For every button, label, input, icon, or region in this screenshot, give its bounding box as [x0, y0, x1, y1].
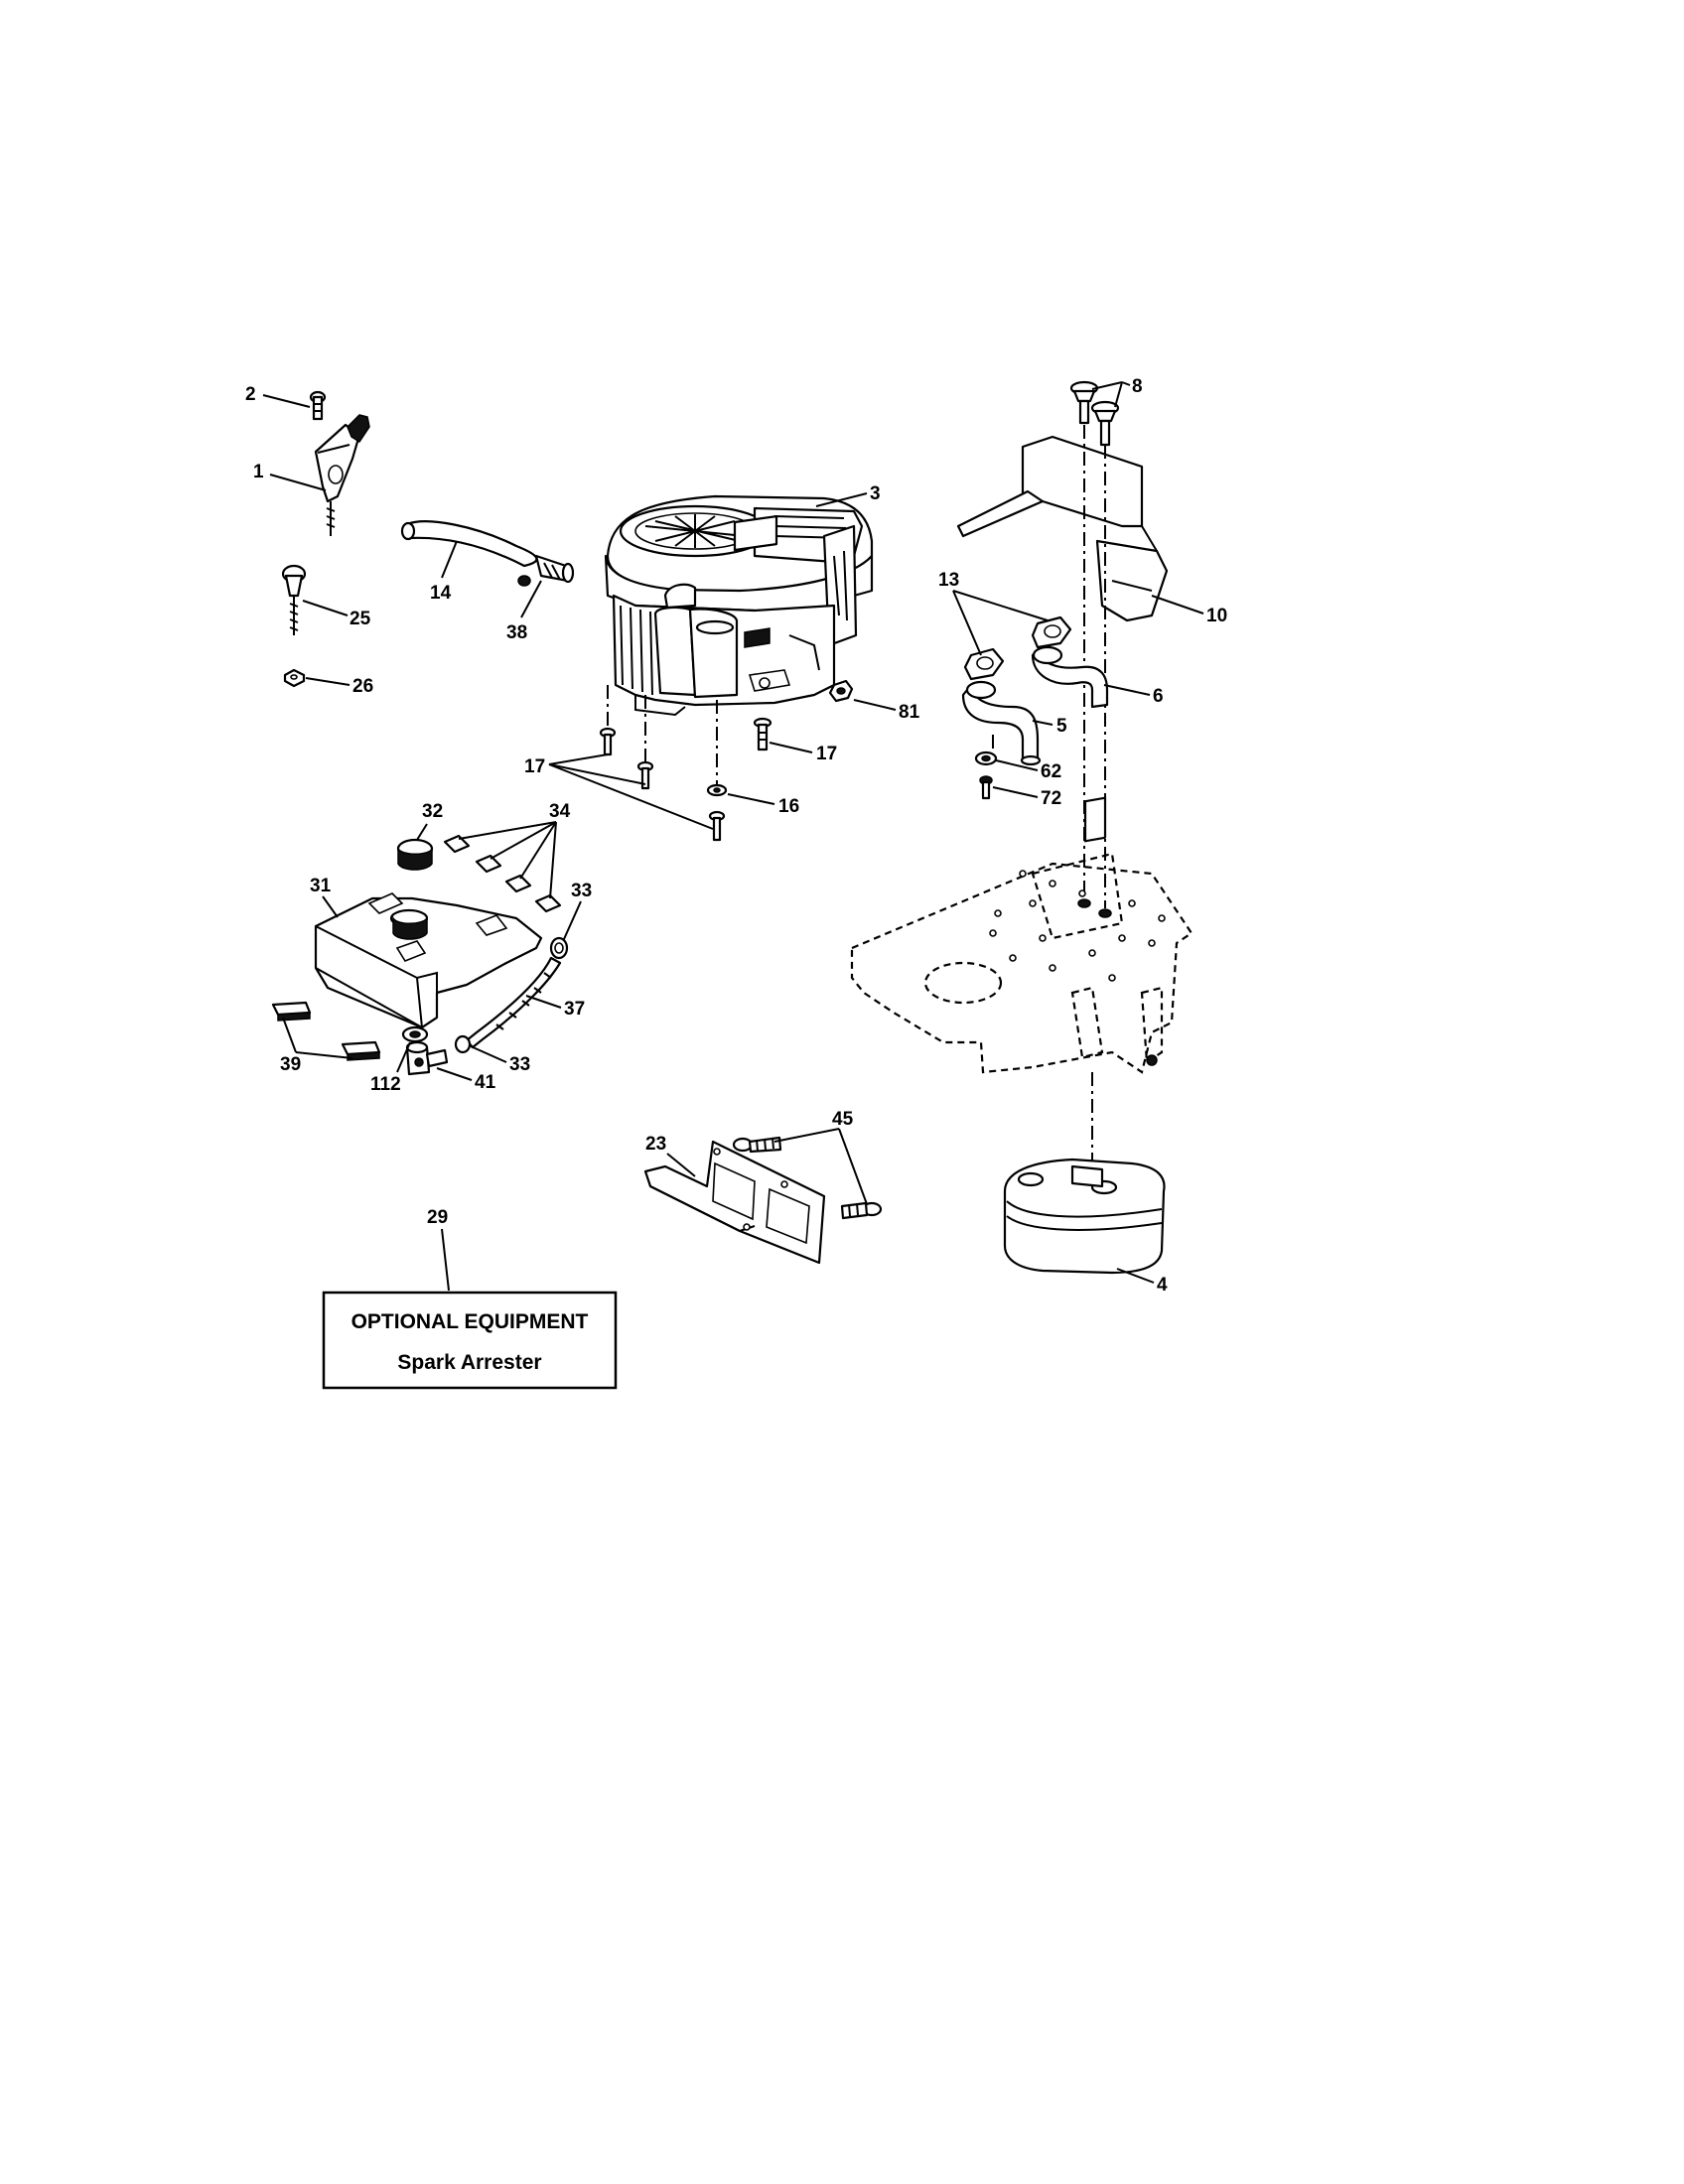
- callout-10: 10: [1206, 606, 1227, 626]
- callout-5: 5: [1056, 716, 1067, 737]
- bolt-part-17-b: [636, 760, 654, 790]
- leader-lines: [262, 381, 1204, 1292]
- callout-8: 8: [1132, 376, 1143, 397]
- throttle-control-assembly: [309, 390, 370, 536]
- callout-17-left: 17: [524, 756, 545, 777]
- engine-mounting-centerlines: [607, 685, 718, 789]
- callout-38: 38: [506, 622, 527, 643]
- callout-33-top: 33: [571, 881, 592, 901]
- nut-part-26: [283, 668, 306, 688]
- callout-72: 72: [1041, 788, 1061, 809]
- callout-81: 81: [899, 702, 920, 723]
- callout-41: 41: [475, 1072, 496, 1093]
- callout-45: 45: [832, 1109, 854, 1130]
- callout-4: 4: [1157, 1275, 1168, 1296]
- clamp-part-33-b: [454, 1034, 472, 1054]
- fuel-fitting-part-38: [517, 554, 575, 587]
- muffler-part-4: [1003, 1158, 1166, 1275]
- callout-16: 16: [778, 796, 799, 817]
- fuel-hose-part-14: [400, 520, 538, 568]
- bolt-part-17-a: [599, 727, 617, 756]
- callout-2: 2: [245, 384, 256, 405]
- clamp-part-33-a: [549, 936, 569, 960]
- throttle-control-part-1: [314, 414, 370, 536]
- callout-33-bottom: 33: [509, 1054, 530, 1075]
- heat-shield-part-10: [956, 435, 1169, 622]
- callout-labels: 2 1 25 26 14 38 3 81 17 17 16 8 10 13 6 …: [245, 376, 1227, 1296]
- screw-part-45-a: [732, 1136, 782, 1154]
- optional-equipment-subtitle: Spark Arrester: [397, 1351, 541, 1374]
- callout-39: 39: [280, 1054, 301, 1075]
- callout-26: 26: [352, 676, 373, 697]
- screw-part-2: [309, 390, 327, 421]
- exhaust-pipe-part-5: [961, 680, 1042, 766]
- bolt-part-72: [979, 775, 993, 800]
- fuel-tank-part-31: [314, 892, 543, 1029]
- callout-6: 6: [1153, 686, 1164, 707]
- bolt-part-17-d: [753, 717, 772, 751]
- bolt-part-17-c: [708, 810, 726, 842]
- callout-34: 34: [549, 801, 571, 822]
- gasket-part-13-b: [1031, 615, 1072, 649]
- washer-part-16: [706, 783, 728, 797]
- callout-23: 23: [645, 1134, 666, 1155]
- callout-1: 1: [253, 462, 264, 482]
- callout-62: 62: [1041, 761, 1061, 782]
- bolt-part-8-a: [1069, 380, 1099, 425]
- callout-25: 25: [350, 609, 371, 629]
- callout-17-right: 17: [816, 744, 837, 764]
- choke-knob-part-25: [281, 564, 307, 635]
- callout-31: 31: [310, 876, 332, 896]
- optional-equipment-title: OPTIONAL EQUIPMENT: [351, 1310, 589, 1333]
- optional-equipment-box: OPTIONAL EQUIPMENT Spark Arrester: [322, 1291, 618, 1390]
- callout-112: 112: [370, 1074, 401, 1095]
- callout-37: 37: [564, 999, 585, 1020]
- callout-32: 32: [422, 801, 443, 822]
- tank-pads-part-39: [271, 1001, 381, 1061]
- callout-13: 13: [938, 570, 959, 591]
- callout-14: 14: [430, 583, 452, 604]
- exhaust-pipe-part-6: [1031, 645, 1109, 709]
- chassis-base-plate: [850, 796, 1193, 1074]
- screw-part-45-b: [840, 1201, 883, 1220]
- fuel-filter-part-112: [401, 1025, 429, 1043]
- base-plate-holes: [989, 870, 1166, 982]
- gasket-part-13-a: [963, 647, 1005, 681]
- tank-pads-part-34: [443, 834, 562, 913]
- engine-part-3: [604, 494, 874, 717]
- lock-washer-part-62: [974, 751, 998, 766]
- callout-3: 3: [870, 483, 881, 504]
- bolt-part-8-b: [1090, 400, 1120, 447]
- callout-29: 29: [427, 1207, 448, 1228]
- fuel-cap-part-32: [396, 838, 434, 871]
- shield-part-23: [643, 1140, 826, 1265]
